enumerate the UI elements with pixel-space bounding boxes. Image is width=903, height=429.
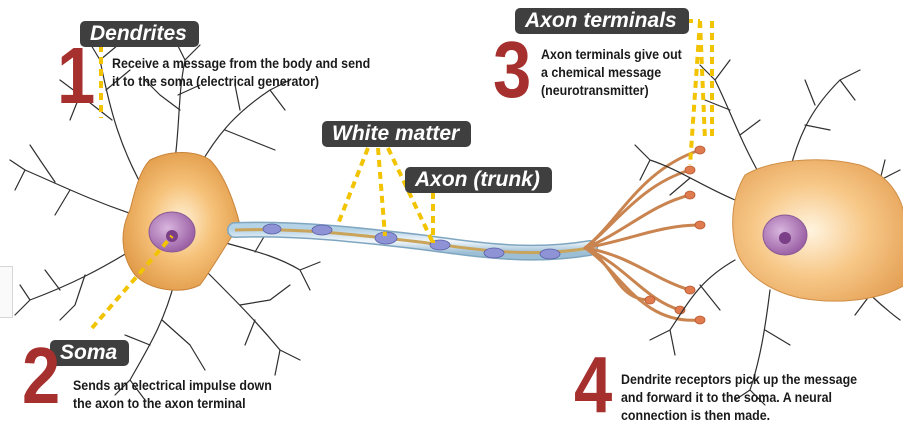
step-3-line-1: Axon terminals give out (541, 46, 682, 64)
label-axon-terminals: Axon terminals (515, 8, 689, 34)
label-dendrites: Dendrites (80, 21, 199, 47)
terminal-boutons (645, 146, 705, 324)
edge-fragment (0, 266, 13, 318)
step-1-line-1: Receive a message from the body and send (112, 55, 370, 73)
label-axon-trunk: Axon (trunk) (405, 167, 552, 193)
step-2-line-2: the axon to the axon terminal (73, 395, 272, 413)
step-4-line-3: connection is then made. (621, 407, 857, 425)
step-4-text: Dendrite receptors pick up the message a… (621, 371, 857, 425)
label-white-matter: White matter (322, 121, 471, 147)
step-1-text: Receive a message from the body and send… (112, 55, 370, 91)
axon (235, 230, 590, 253)
step-number-4: 4 (574, 345, 612, 425)
step-number-3: 3 (493, 30, 531, 110)
step-2-text: Sends an electrical impulse down the axo… (73, 377, 272, 413)
step-number-1: 1 (57, 36, 95, 116)
step-4-line-1: Dendrite receptors pick up the message (621, 371, 857, 389)
step-4-line-2: and forward it to the soma. A neural (621, 389, 857, 407)
right-soma (733, 160, 903, 301)
step-3-line-3: (neurotransmitter) (541, 82, 682, 100)
label-soma: Soma (50, 340, 129, 366)
step-1-line-2: it to the soma (electrical generator) (112, 73, 370, 91)
right-nucleolus (779, 232, 791, 244)
step-3-text: Axon terminals give out a chemical messa… (541, 46, 682, 100)
step-number-2: 2 (22, 336, 60, 416)
step-2-line-1: Sends an electrical impulse down (73, 377, 272, 395)
step-3-line-2: a chemical message (541, 64, 682, 82)
